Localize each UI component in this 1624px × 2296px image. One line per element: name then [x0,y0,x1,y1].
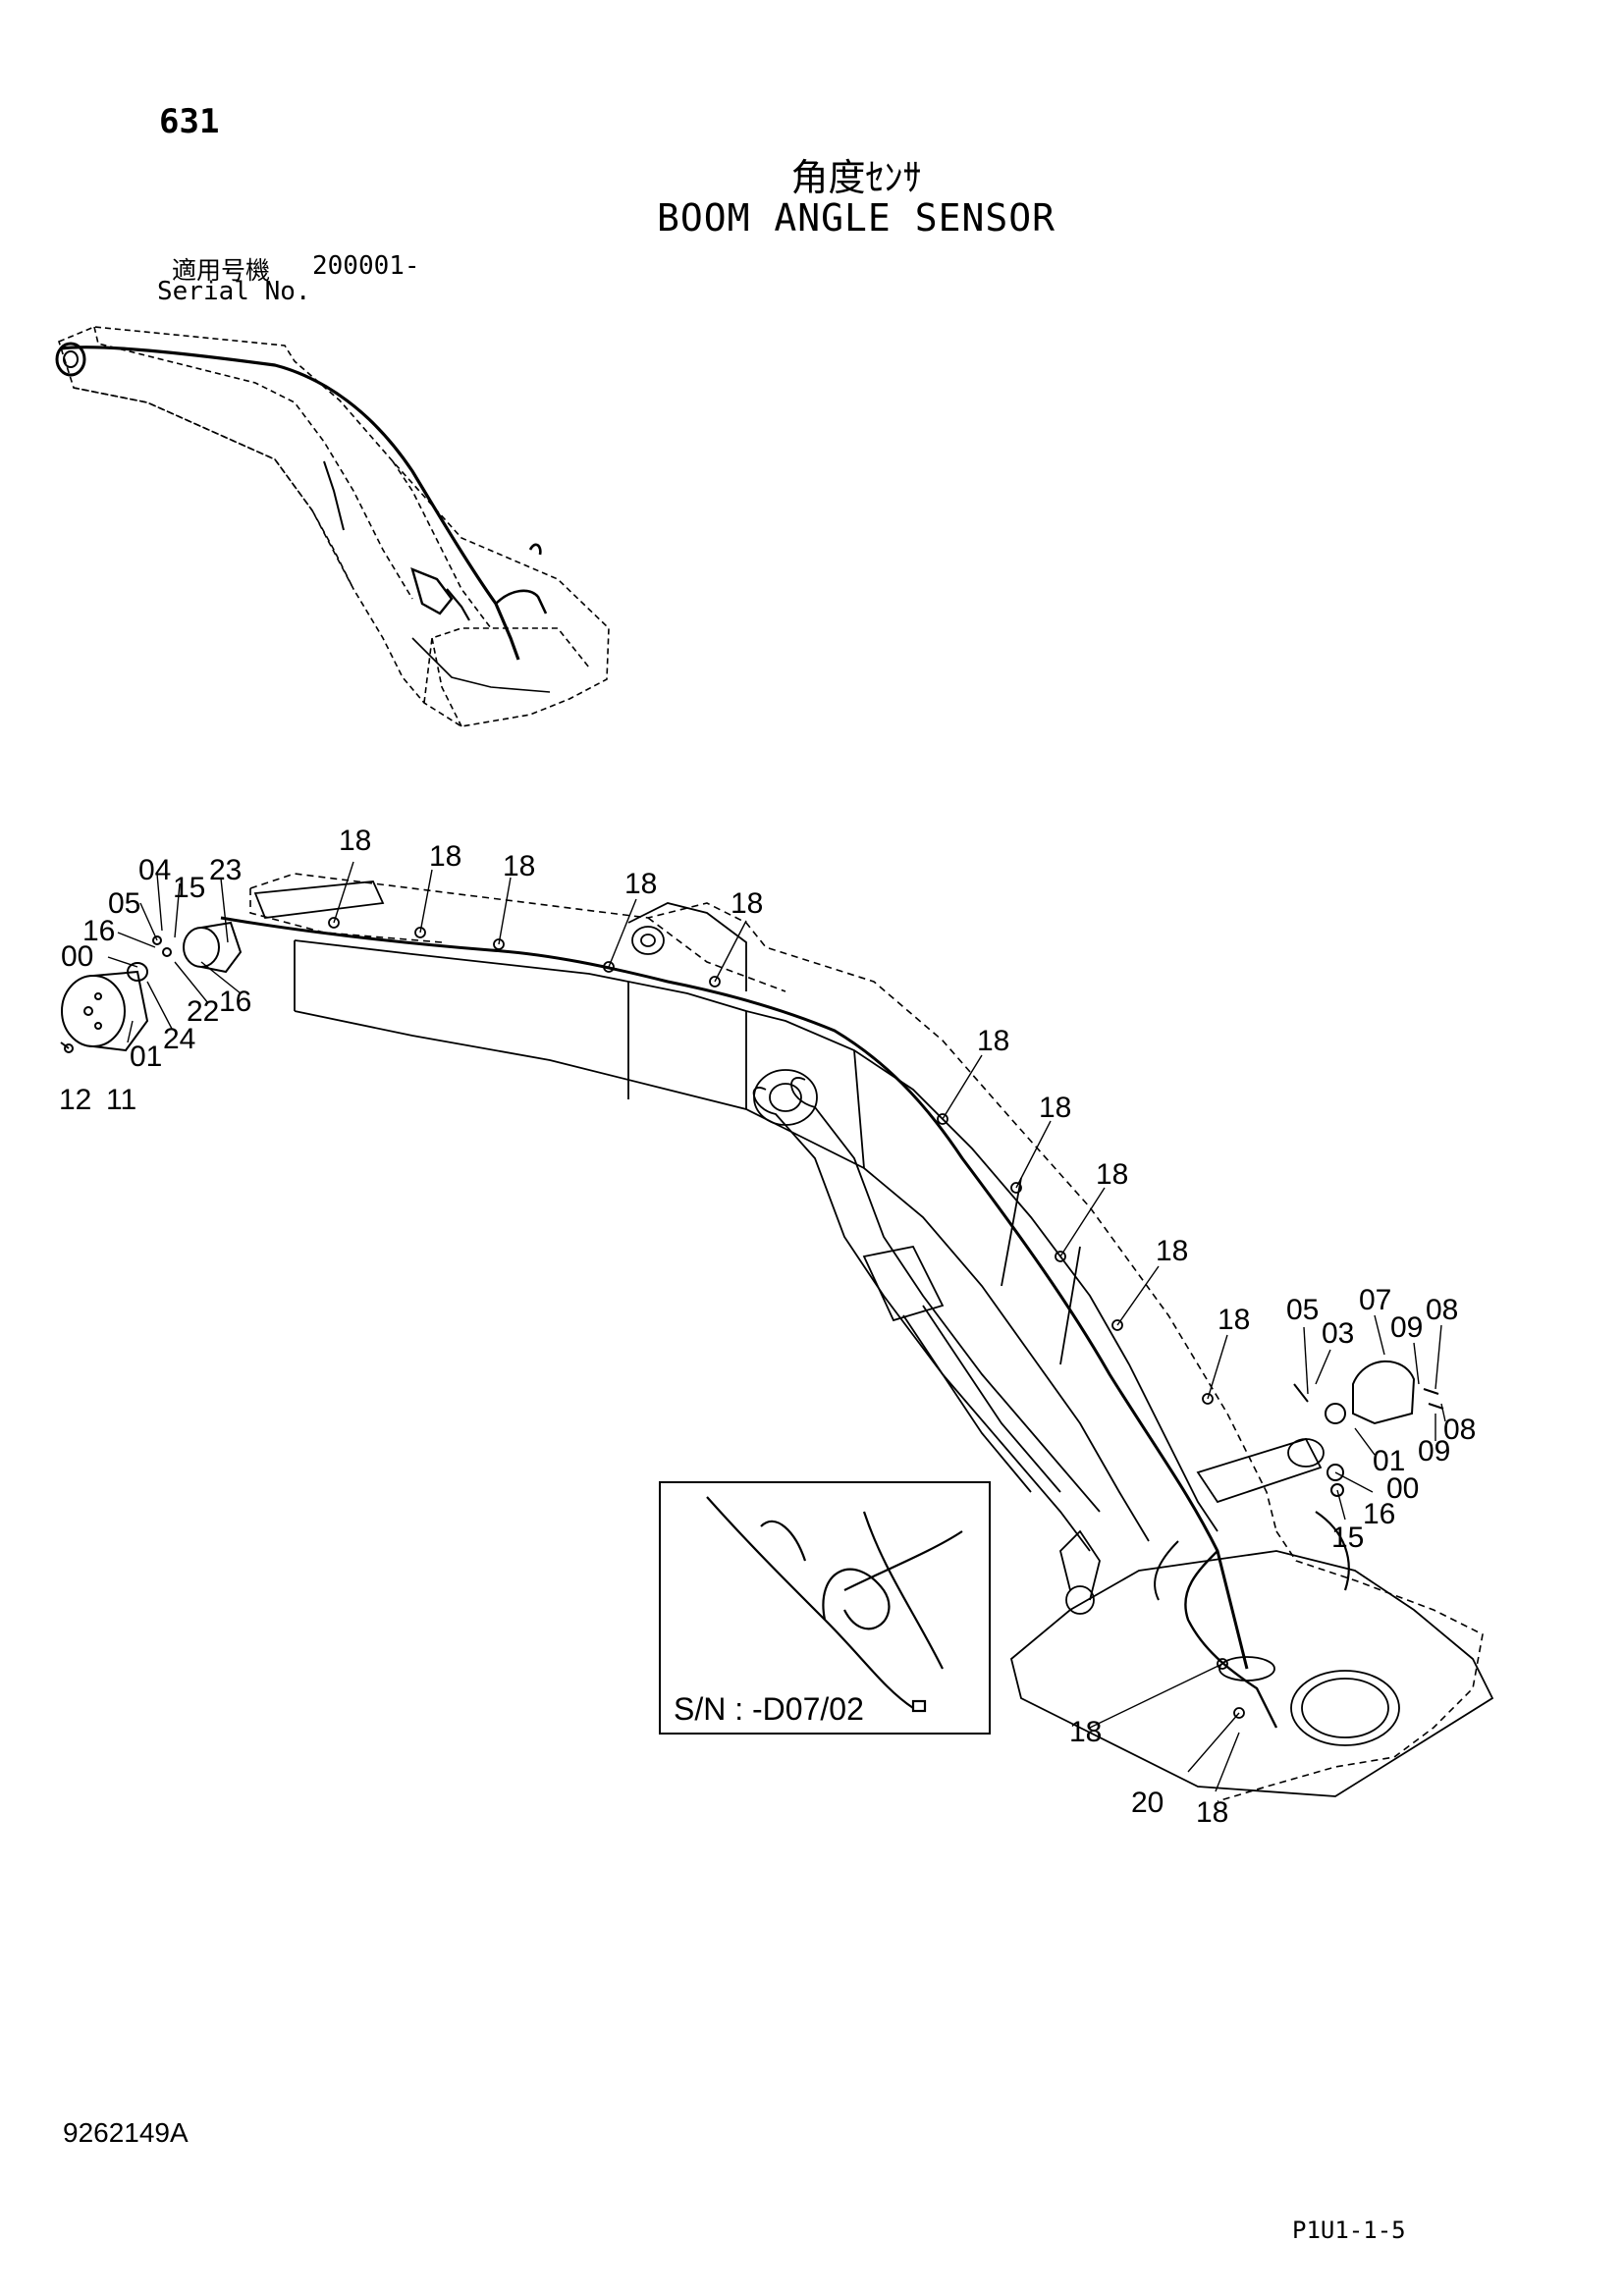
callout-18: 18 [1096,1158,1128,1191]
callout-01: 01 [1373,1445,1405,1477]
callout-01: 01 [130,1041,162,1073]
callout-18: 18 [1069,1716,1102,1748]
callout-03: 03 [1322,1317,1354,1350]
inset-caption: S/N : -D07/02 [674,1691,864,1727]
callout-09: 09 [1418,1435,1450,1468]
callout-15: 15 [1331,1522,1364,1554]
callout-16: 16 [1363,1498,1395,1530]
callout-00: 00 [1386,1472,1419,1505]
callout-11: 11 [106,1084,136,1116]
page-number: 631 [159,102,220,141]
callout-18: 18 [339,825,371,857]
callout-16: 16 [219,986,251,1018]
callout-18: 18 [429,840,461,873]
callouts: 04 15 23 05 16 00 22 16 24 01 12 11 18 1… [59,825,1476,1829]
serial-label-english: Serial No. [157,277,311,306]
callout-08: 08 [1426,1294,1458,1326]
callout-18: 18 [624,868,657,900]
serial-label-japanese: 適用号機 [172,256,271,285]
callout-04: 04 [138,854,171,886]
callout-15: 15 [173,872,205,904]
callout-07: 07 [1359,1284,1391,1316]
callout-24: 24 [163,1023,195,1055]
callout-18: 18 [977,1025,1009,1057]
callout-05: 05 [1286,1294,1319,1326]
callout-16: 16 [82,915,115,947]
drawing-number: 9262149A [63,2117,189,2148]
callout-18: 18 [731,887,763,920]
callout-18: 18 [1196,1796,1228,1829]
callout-18: 18 [1156,1235,1188,1267]
title-english: BOOM ANGLE SENSOR [657,196,1056,240]
serial-range: 200001- [312,251,420,281]
inset-harness-drawing [706,1496,963,1713]
main-boom-drawing [220,873,1494,1802]
callout-22: 22 [187,995,219,1028]
callout-20: 20 [1131,1787,1164,1819]
leader-lines [107,861,1446,1792]
callout-09: 09 [1390,1311,1423,1344]
page-reference: P1U1-1-5 [1292,2216,1406,2244]
callout-18: 18 [1039,1092,1071,1124]
left-sensor-assembly [60,921,243,1053]
callout-18: 18 [503,850,535,882]
callout-18: 18 [1218,1304,1250,1336]
right-sensor-assembly [1293,1360,1444,1497]
title-japanese: 角度ｾﾝｻ [790,156,922,199]
callout-00: 00 [61,940,93,973]
overview-boom-drawing [55,326,610,727]
callout-12: 12 [59,1084,91,1116]
callout-23: 23 [209,854,242,886]
callout-05: 05 [108,887,140,920]
inset-box: S/N : -D07/02 [659,1481,991,1735]
callout-08: 08 [1443,1414,1476,1446]
